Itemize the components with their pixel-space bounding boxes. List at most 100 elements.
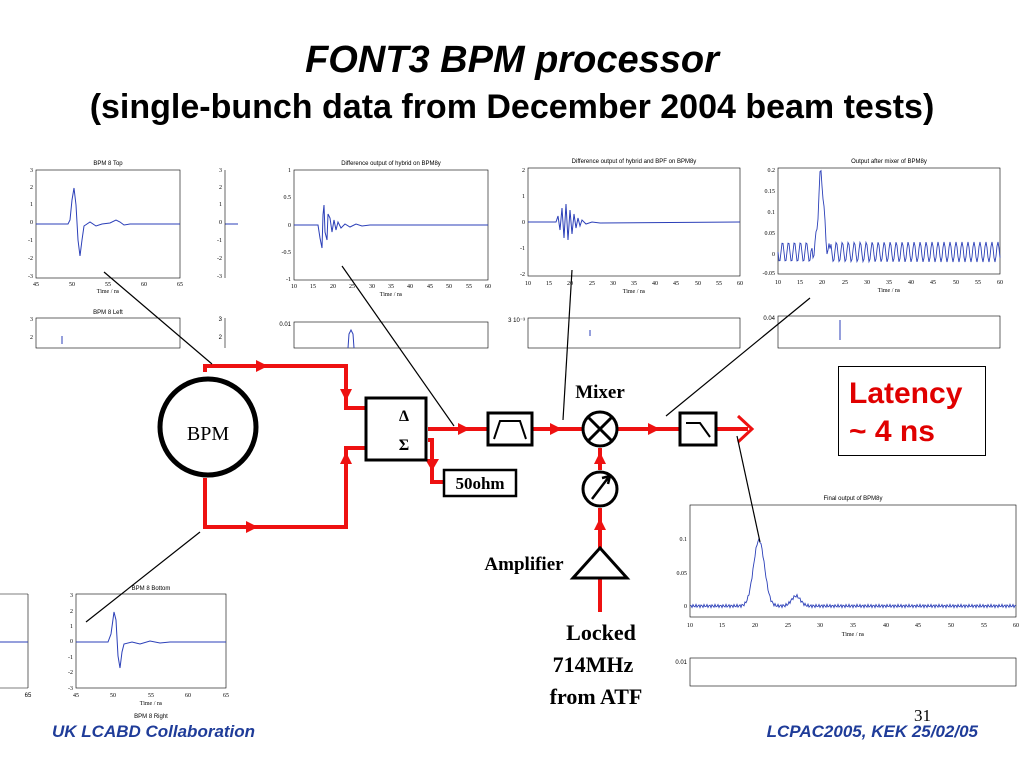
- load-box: 50ohm: [442, 468, 518, 498]
- svg-text:1: 1: [219, 202, 222, 208]
- ytick: 0: [288, 223, 291, 229]
- svg-text:50: 50: [446, 284, 452, 290]
- plot-bpm-left: BPM 8 Left 3 2 3 2: [30, 310, 226, 349]
- signal-arrows: [246, 360, 755, 533]
- svg-text:2: 2: [70, 609, 73, 615]
- svg-text:45: 45: [915, 623, 921, 629]
- svg-text:0: 0: [522, 220, 525, 226]
- svg-text:0.05: 0.05: [765, 231, 776, 237]
- load-label: 50ohm: [455, 474, 504, 493]
- plot-title: BPM 8 Left: [93, 310, 123, 316]
- svg-text:60: 60: [737, 281, 743, 287]
- mixer-trace: [777, 169, 1001, 264]
- ytick: 3: [30, 317, 33, 323]
- bandpass-filter-icon: [486, 411, 534, 447]
- slide-title: FONT3 BPM processor: [305, 39, 719, 81]
- plot-title: BPM 8 Bottom: [132, 586, 171, 592]
- svg-text:15: 15: [546, 281, 552, 287]
- mixer-icon: Mixer: [575, 382, 625, 448]
- svg-text:45: 45: [673, 281, 679, 287]
- svg-text:-2: -2: [520, 272, 525, 278]
- svg-text:10: 10: [775, 280, 781, 286]
- arrow-icon: [340, 452, 352, 464]
- bpm-bottom-line: [203, 446, 366, 529]
- latency-value: ~ 4 ns: [849, 415, 935, 448]
- page-number: 31: [914, 706, 931, 725]
- ytick: 1: [288, 168, 291, 174]
- svg-text:-2: -2: [68, 670, 73, 676]
- xtick: 45: [33, 282, 39, 288]
- svg-text:35: 35: [850, 623, 856, 629]
- svg-text:10: 10: [291, 284, 297, 290]
- svg-text:0.2: 0.2: [768, 168, 776, 174]
- arrow-icon: [458, 423, 470, 435]
- footer-left: UK LCABD Collaboration: [52, 722, 256, 741]
- xlabel: Time / ns: [140, 701, 163, 707]
- svg-text:0.01: 0.01: [279, 322, 291, 328]
- svg-text:40: 40: [883, 623, 889, 629]
- svg-text:2: 2: [219, 335, 223, 341]
- xlabel: Time / ns: [842, 632, 865, 638]
- plot-title: Difference output of hybrid and BPF on B…: [572, 159, 697, 165]
- latency-box: Latency ~ 4 ns: [838, 366, 986, 456]
- svg-text:20: 20: [330, 284, 336, 290]
- svg-text:3: 3: [219, 168, 222, 174]
- plot-bpf-diff-lower: 3 10⁻³: [508, 317, 741, 349]
- svg-text:65: 65: [25, 693, 32, 699]
- svg-text:-3: -3: [217, 274, 222, 280]
- plot-title: BPM 8 Right: [134, 714, 168, 720]
- ytick: -0.5: [282, 250, 292, 256]
- svg-text:55: 55: [716, 281, 722, 287]
- svg-text:35: 35: [886, 280, 892, 286]
- svg-text:25: 25: [589, 281, 595, 287]
- plot-title: Final output of BPM8y: [823, 496, 882, 502]
- svg-text:3: 3: [219, 317, 223, 323]
- plot-bpm-top-side: 3 2 1 0 -1 -2 -3: [217, 168, 238, 280]
- svg-text:0.15: 0.15: [765, 189, 776, 195]
- ytick: 0: [30, 220, 33, 226]
- svg-text:0.05: 0.05: [677, 571, 688, 577]
- hybrid-box: Δ Σ: [364, 396, 428, 462]
- arrow-icon: [594, 518, 606, 530]
- svg-text:20: 20: [752, 623, 758, 629]
- svg-text:20: 20: [819, 280, 825, 286]
- plot-final-out-lower: 0.01: [675, 657, 1017, 687]
- svg-text:40: 40: [908, 280, 914, 286]
- svg-text:25: 25: [349, 284, 355, 290]
- svg-text:0.1: 0.1: [768, 210, 776, 216]
- svg-text:30: 30: [817, 623, 823, 629]
- svg-text:2: 2: [219, 185, 222, 191]
- svg-text:15: 15: [797, 280, 803, 286]
- ytick: -3: [28, 274, 33, 280]
- ytick: 3: [30, 168, 33, 174]
- svg-text:30: 30: [369, 284, 375, 290]
- svg-text:0: 0: [219, 220, 222, 226]
- delta-label: Δ: [399, 408, 409, 425]
- xtick: 65: [177, 282, 183, 288]
- svg-text:-0.05: -0.05: [763, 271, 776, 277]
- svg-text:55: 55: [466, 284, 472, 290]
- svg-text:40: 40: [652, 281, 658, 287]
- svg-text:50: 50: [695, 281, 701, 287]
- svg-text:3 10⁻³: 3 10⁻³: [508, 318, 525, 324]
- svg-text:65: 65: [223, 693, 229, 699]
- svg-text:25: 25: [785, 623, 791, 629]
- svg-text:-2: -2: [217, 256, 222, 262]
- svg-text:40: 40: [407, 284, 413, 290]
- phase-shifter-icon: [581, 470, 619, 508]
- arrow-icon: [256, 360, 268, 372]
- svg-text:from ATF: from ATF: [550, 684, 643, 709]
- ytick: 2: [30, 335, 33, 341]
- xlabel: Time / ns: [97, 289, 120, 295]
- svg-text:55: 55: [148, 693, 154, 699]
- svg-text:45: 45: [427, 284, 433, 290]
- svg-text:60: 60: [997, 280, 1003, 286]
- lowpass-filter-icon: [678, 411, 718, 447]
- svg-text:-1: -1: [217, 238, 222, 244]
- svg-text:60: 60: [1013, 623, 1019, 629]
- ytick: -1: [286, 277, 291, 283]
- xtick: 60: [141, 282, 147, 288]
- amplifier-icon: Amplifier: [484, 545, 631, 580]
- svg-text:0: 0: [772, 252, 775, 258]
